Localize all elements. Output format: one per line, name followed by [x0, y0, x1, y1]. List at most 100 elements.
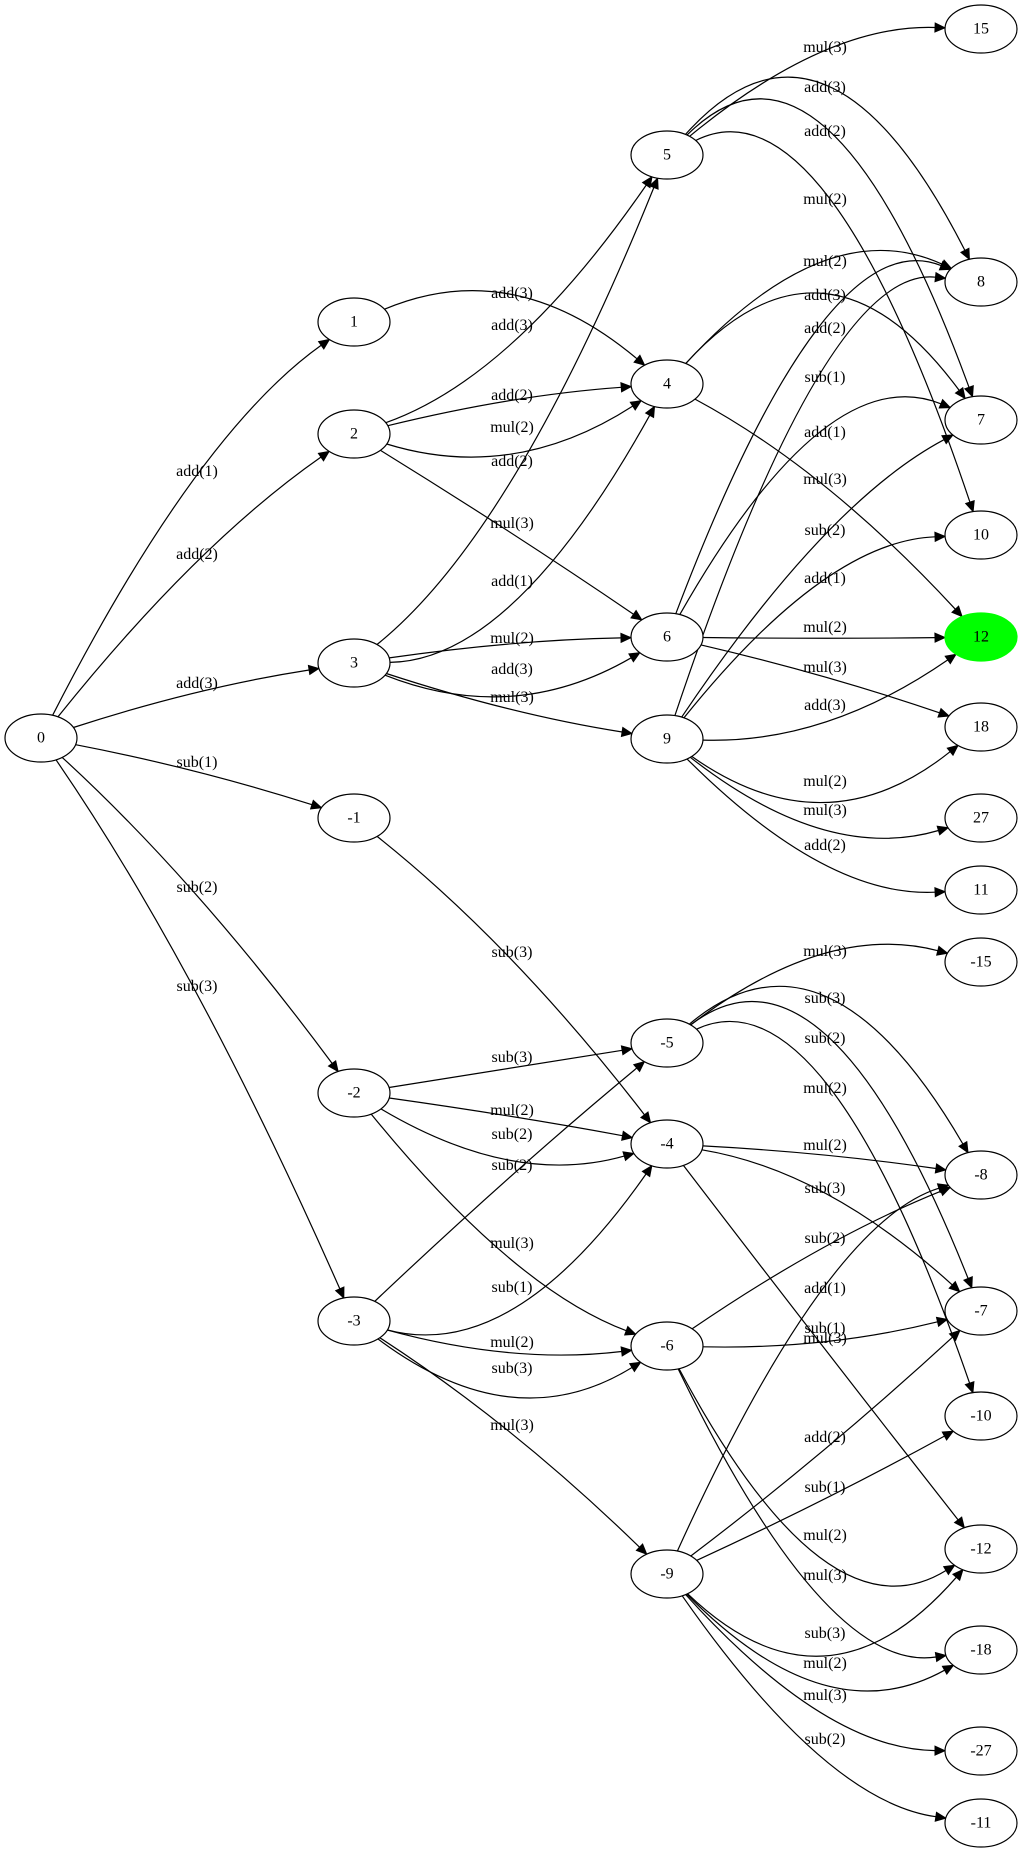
node-ellipse	[944, 937, 1018, 987]
edge-label: sub(1)	[805, 369, 846, 386]
arrowhead-icon	[307, 664, 321, 676]
edge-line	[679, 396, 942, 615]
node-ellipse	[944, 257, 1018, 307]
edge-label: sub(3)	[492, 1360, 533, 1377]
arrowhead-icon	[954, 386, 966, 400]
edge-line	[384, 290, 638, 360]
edge-label: add(3)	[491, 661, 533, 678]
arrowhead-icon	[948, 1280, 961, 1293]
arrowhead-icon	[941, 434, 954, 445]
arrowhead-icon	[951, 605, 963, 618]
edge-line	[380, 449, 634, 615]
edge-6-to-7: add(1)	[679, 396, 952, 615]
node-label: -6	[660, 1338, 673, 1355]
node: -6	[630, 1321, 704, 1371]
node-label: 5	[663, 147, 671, 164]
arrowhead-icon	[934, 271, 947, 283]
node-ellipse	[944, 1286, 1018, 1336]
arrowhead-icon	[938, 260, 952, 271]
arrowhead-icon	[935, 1316, 949, 1328]
edge-5-to-8: add(3)	[685, 76, 970, 261]
edge-label: sub(2)	[492, 1157, 533, 1174]
edge-label: sub(3)	[177, 978, 218, 995]
node-ellipse	[630, 130, 704, 180]
node-ellipse	[317, 793, 391, 843]
node: 2	[317, 409, 391, 459]
edge-label: mul(3)	[490, 515, 534, 532]
edge-line	[685, 249, 943, 364]
edge-line	[389, 637, 622, 659]
edge-0-to-1: add(1)	[52, 338, 331, 716]
node: -10	[944, 1391, 1018, 1441]
edge-label: mul(3)	[490, 1235, 534, 1252]
edge-line	[694, 398, 956, 610]
edge-line	[696, 1435, 945, 1561]
node-target-highlighted: 12	[944, 612, 1018, 662]
edge-label: add(1)	[804, 570, 846, 587]
node-label: 3	[350, 655, 358, 672]
edge-line	[689, 26, 936, 137]
edge-line	[384, 657, 632, 698]
edge-line	[386, 672, 623, 733]
arrowhead-icon	[620, 1346, 633, 1357]
edge-label: mul(2)	[803, 1080, 847, 1097]
arrowhead-icon	[648, 177, 659, 190]
edge-label: sub(3)	[805, 990, 846, 1007]
edge-label: mul(2)	[490, 1102, 534, 1119]
arrowhead-icon	[959, 247, 970, 261]
edge-layer: add(1) add(2) add(3) sub(1) sub(2) sub(3) add(…	[52, 22, 975, 1822]
edge-1-to-4: add(3)	[384, 285, 646, 366]
edge-line	[686, 758, 936, 893]
node-label: 15	[973, 21, 989, 38]
arrowhead-icon	[934, 531, 947, 543]
edge-label: add(2)	[491, 387, 533, 404]
arrowhead-icon	[620, 726, 634, 738]
arrowhead-icon	[944, 653, 958, 665]
node: -3	[317, 1296, 391, 1346]
edge-line	[685, 1594, 936, 1752]
edge-2-to-5: add(3)	[385, 175, 653, 424]
arrowhead-icon	[934, 1745, 947, 1756]
arrowhead-icon	[620, 382, 633, 393]
node: -15	[944, 937, 1018, 987]
edge-3-to-4: add(1)	[389, 405, 656, 663]
arrowhead-icon	[309, 799, 323, 810]
node: -2	[317, 1068, 391, 1118]
arrowhead-icon	[946, 744, 959, 757]
edge-line	[370, 1113, 627, 1332]
node-ellipse	[944, 865, 1018, 915]
edge-3-to-5: add(2)	[376, 177, 659, 645]
edge--9-to--18: mul(2)	[686, 1593, 955, 1692]
node: 1	[317, 297, 391, 347]
edge-label: mul(2)	[490, 1334, 534, 1351]
edge-9-to-18: mul(2)	[691, 744, 959, 804]
node: 9	[630, 714, 704, 764]
edge-label: mul(3)	[490, 689, 534, 706]
edge-label: add(1)	[491, 573, 533, 590]
arrowhead-icon	[620, 1045, 634, 1056]
edge-line	[687, 1576, 957, 1657]
edge-label: sub(2)	[805, 1230, 846, 1247]
edge-line	[686, 1593, 945, 1692]
edge-label: add(3)	[491, 285, 533, 302]
edge-line	[695, 131, 971, 503]
edge-line	[702, 1321, 938, 1348]
node-ellipse	[630, 1119, 704, 1169]
edge-label: sub(1)	[177, 754, 218, 771]
arrowhead-icon	[628, 1361, 642, 1373]
edge-label: mul(3)	[490, 1417, 534, 1434]
node-ellipse	[944, 793, 1018, 843]
edge-line	[73, 669, 310, 729]
arrowhead-icon	[953, 1516, 966, 1529]
edge-line	[379, 1337, 640, 1548]
edge-line	[675, 260, 942, 614]
node-ellipse	[630, 1018, 704, 1068]
edge-0-to--1: sub(1)	[75, 744, 323, 810]
edge-label: sub(1)	[805, 1320, 846, 1337]
edge-label: mul(2)	[803, 253, 847, 270]
node-ellipse	[630, 1321, 704, 1371]
edge-9-to-12: add(3)	[702, 653, 958, 741]
edge--6-to--8: sub(2)	[691, 1186, 952, 1330]
edge-label: add(3)	[804, 697, 846, 714]
edge-label: add(3)	[804, 287, 846, 304]
